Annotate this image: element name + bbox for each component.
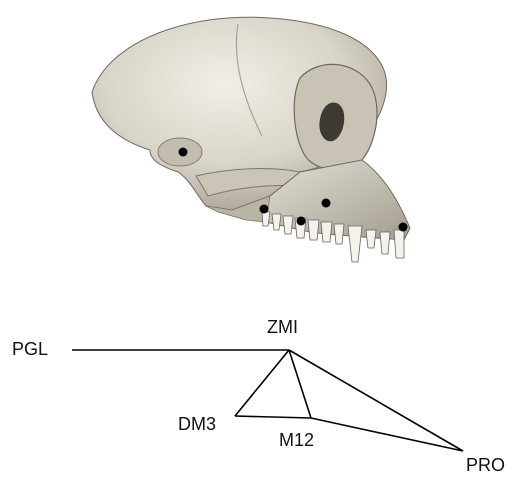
landmark-pro-dot xyxy=(399,223,408,232)
line-m12-pro xyxy=(311,418,463,451)
label-pgl: PGL xyxy=(12,340,48,358)
landmark-diagram xyxy=(72,350,463,451)
label-dm3: DM3 xyxy=(178,415,216,433)
landmark-dm3-dot xyxy=(260,205,269,214)
landmark-m12-dot xyxy=(297,217,306,226)
landmark-zmi-dot xyxy=(322,199,331,208)
skull-illustration xyxy=(92,17,410,262)
line-dm3-m12 xyxy=(235,416,311,418)
line-zmi-pro xyxy=(289,350,463,451)
canine-tooth xyxy=(348,226,362,262)
landmark-pgl-dot xyxy=(179,148,188,157)
incisor-tooth xyxy=(394,230,404,258)
label-m12: M12 xyxy=(279,431,314,449)
label-pro: PRO xyxy=(466,456,505,474)
line-zmi-dm3 xyxy=(235,350,289,416)
label-zmi: ZMI xyxy=(267,318,298,336)
